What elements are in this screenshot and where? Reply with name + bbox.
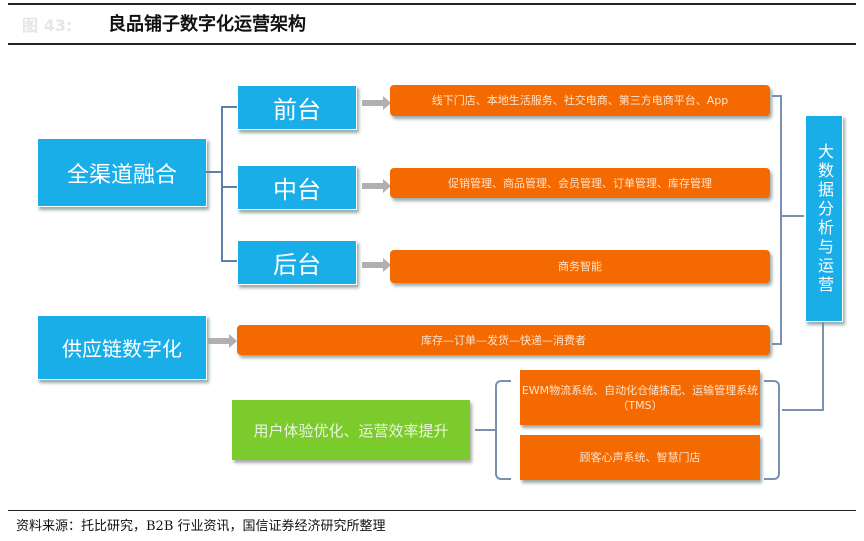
bracket-line xyxy=(221,106,223,262)
arrow-icon xyxy=(362,96,391,110)
right-brace xyxy=(764,380,780,480)
connector xyxy=(782,215,804,217)
source-note: 资料来源：托比研究，B2B 行业资讯，国信证券经济研究所整理 xyxy=(16,519,386,534)
footer-rule xyxy=(8,510,856,511)
connector xyxy=(772,343,782,345)
page-title: 良品铺子数字化运营架构 xyxy=(108,14,306,35)
connector xyxy=(772,95,782,97)
connector xyxy=(221,260,237,262)
figure-label: 图 43: xyxy=(22,16,73,35)
tier-middle: 中台 xyxy=(237,165,357,210)
left-brace xyxy=(495,380,511,480)
back-detail: 商务智能 xyxy=(390,250,770,283)
title-rule xyxy=(8,43,856,45)
right-bracket xyxy=(780,95,782,345)
arrow-icon xyxy=(362,179,391,193)
tier-back: 后台 xyxy=(237,240,357,285)
system-box-2: 顾客心声系统、智慧门店 xyxy=(520,435,760,480)
connector xyxy=(205,171,221,173)
arrow-icon xyxy=(208,334,237,348)
connector xyxy=(221,106,237,108)
down-line xyxy=(822,322,824,410)
system-box-1: EWM物流系统、自动化仓储拣配、运输管理系统（TMS） xyxy=(520,370,760,425)
connector xyxy=(782,409,824,411)
tier-front: 前台 xyxy=(237,85,357,130)
supply-chain-detail: 库存—订单—发货—快递—消费者 xyxy=(237,325,770,355)
arrow-icon xyxy=(362,258,391,272)
middle-detail: 促销管理、商品管理、会员管理、订单管理、库存管理 xyxy=(390,168,770,198)
supply-chain-box: 供应链数字化 xyxy=(37,315,207,380)
top-rule xyxy=(8,3,856,5)
big-data-box: 大数据分析与运营 xyxy=(805,115,843,322)
connector xyxy=(221,186,237,188)
connector xyxy=(475,429,495,431)
omnichannel-box: 全渠道融合 xyxy=(37,138,207,207)
front-detail: 线下门店、本地生活服务、社交电商、第三方电商平台、App xyxy=(390,85,770,116)
outcome-box: 用户体验优化、运营效率提升 xyxy=(232,400,470,460)
